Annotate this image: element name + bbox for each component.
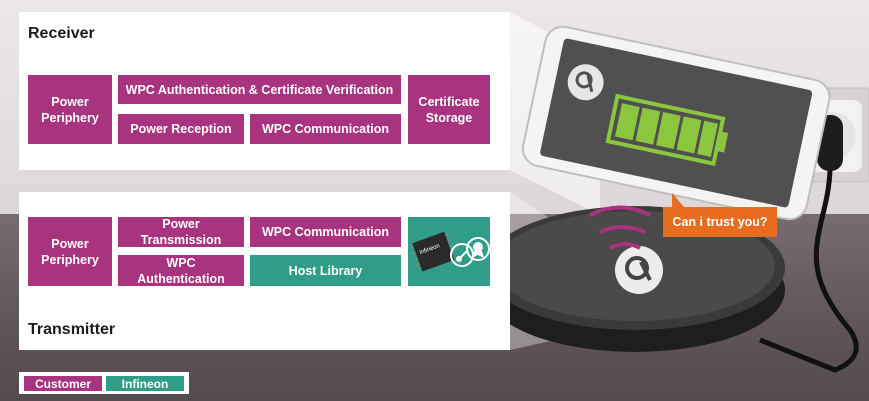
smartphone <box>521 25 831 221</box>
charging-pad <box>485 205 785 352</box>
rx-power-periphery-box: Power Periphery <box>28 75 112 144</box>
qi-logo-icon <box>567 64 604 101</box>
legend: Customer Infineon <box>19 372 189 394</box>
tx-wpc-authentication-box: WPC Authentication <box>118 255 244 286</box>
rx-power-reception-box: Power Reception <box>118 114 244 144</box>
rx-wpc-communication-box: WPC Communication <box>250 114 401 144</box>
receiver-panel: Receiver Power Periphery WPC Authenticat… <box>19 12 510 170</box>
receiver-title: Receiver <box>28 25 95 42</box>
tx-wpc-communication-box: WPC Communication <box>250 217 401 247</box>
infineon-security-chip-box: infineon <box>408 217 490 286</box>
transmitter-title: Transmitter <box>28 321 116 338</box>
legend-infineon: Infineon <box>106 376 184 391</box>
security-chip-icon: infineon <box>409 231 456 272</box>
rx-certificate-storage-box: Certificate Storage <box>408 75 490 144</box>
rx-wpc-auth-cert-box: WPC Authentication & Certificate Verific… <box>118 75 401 104</box>
legend-customer: Customer <box>24 376 102 391</box>
tx-host-library-box: Host Library <box>250 255 401 286</box>
speech-bubble-tail <box>672 193 684 207</box>
certificate-badge-icon <box>466 237 490 261</box>
battery-icon <box>605 93 729 166</box>
transmitter-panel: Power Periphery Power Transmission WPC C… <box>19 192 510 350</box>
tx-power-transmission-box: Power Transmission <box>118 217 244 247</box>
qi-logo-icon <box>615 246 663 294</box>
speech-bubble: Can i trust you? <box>663 207 777 237</box>
tx-power-periphery-box: Power Periphery <box>28 217 112 286</box>
